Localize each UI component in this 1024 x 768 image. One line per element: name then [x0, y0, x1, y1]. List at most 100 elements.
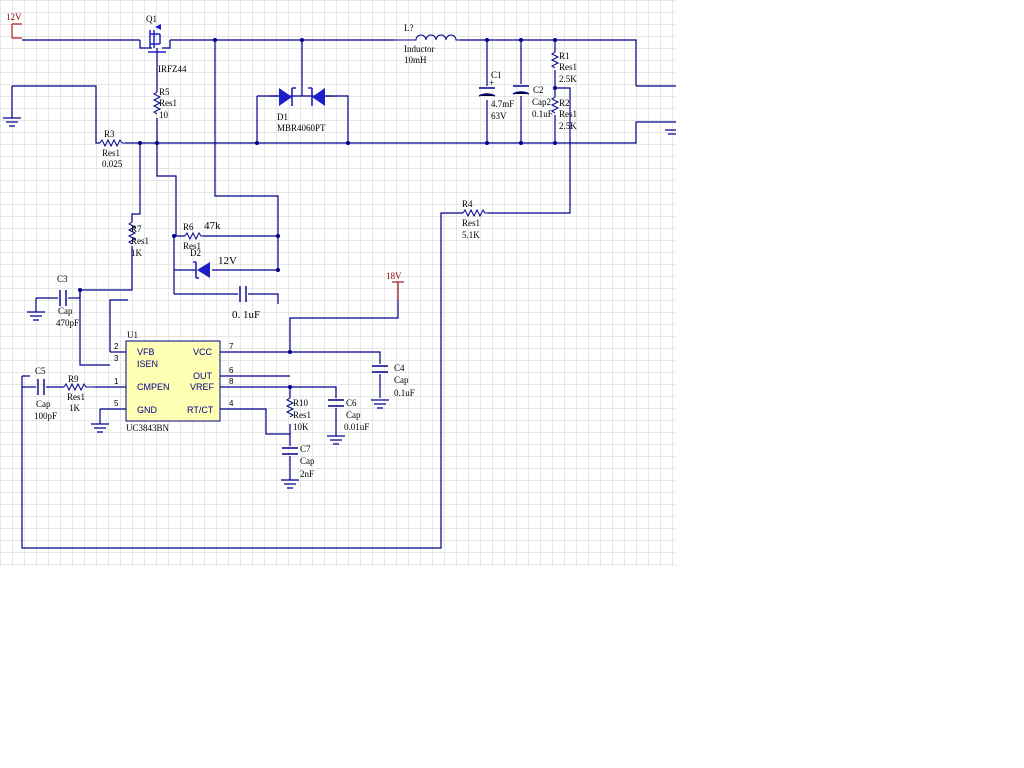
ground-icon [327, 435, 345, 445]
r2-value: 2.5K [559, 121, 577, 131]
c2-ref: C2 [533, 85, 544, 95]
r10-ref: R10 [293, 398, 309, 408]
r9-value: 1K [69, 403, 81, 413]
c7-value: 2nF [300, 469, 314, 479]
c7-ref: C7 [300, 444, 311, 454]
r6-ref: R6 [183, 222, 194, 232]
r1-ref: R1 [559, 51, 570, 61]
u1-ic[interactable]: U1 UC3843BN 2 VFB 3 ISEN 1 CMPEN 5 GND 7… [114, 330, 234, 433]
u1-pin-num: 2 [114, 342, 119, 351]
c7-capacitor[interactable]: C7 Cap 2nF [282, 444, 315, 479]
l1-ref: L? [404, 23, 414, 33]
r7-ref: R7 [131, 224, 142, 234]
c4-value: 0.1uF [394, 388, 415, 398]
r7-type: Res1 [131, 236, 149, 246]
r1-resistor[interactable]: R1 Res1 2.5K [550, 51, 577, 84]
r5-resistor[interactable]: R5 Res1 10 [152, 87, 177, 120]
c4-type: Cap [394, 375, 409, 385]
c1-ref: C1 [491, 70, 502, 80]
u1-pin-name: OUT [193, 371, 213, 381]
l1-type: Inductor [404, 44, 435, 54]
d1-part: MBR4060PT [277, 123, 326, 133]
r3-ref: R3 [104, 129, 115, 139]
power-12v-label: 12V [6, 12, 22, 22]
r5-value: 10 [159, 110, 169, 120]
u1-pin-num: 7 [229, 342, 234, 351]
power-12v: 12V [6, 12, 22, 39]
r1-value: 2.5K [559, 74, 577, 84]
ground-symbols [3, 86, 676, 489]
schematic-sheet [0, 0, 676, 566]
c2-capacitor[interactable]: C2 Cap2 0.1uF [512, 85, 553, 119]
c7-type: Cap [300, 456, 315, 466]
c6-capacitor[interactable]: C6 Cap 0.01uF [328, 398, 369, 432]
c8-capacitor[interactable]: 0. 1uF [232, 286, 260, 321]
c3-value: 470pF [56, 318, 79, 328]
r3-resistor[interactable]: R3 Res1 0.025 [99, 129, 125, 169]
c6-ref: C6 [346, 398, 357, 408]
r1-type: Res1 [559, 62, 577, 72]
c3-type: Cap [58, 306, 73, 316]
r3-type: Res1 [102, 148, 120, 158]
q1-ref: Q1 [146, 14, 157, 24]
r7-resistor[interactable]: R7 Res1 1K [127, 221, 149, 258]
q1-part: IRFZ44 [158, 64, 187, 74]
u1-pin-name: GND [137, 405, 158, 415]
c5-ref: C5 [35, 366, 46, 376]
ground-icon [3, 86, 21, 127]
r2-resistor[interactable]: R2 Res1 2.5K [550, 96, 577, 131]
c6-value: 0.01uF [344, 422, 369, 432]
c2-type: Cap2 [532, 97, 551, 107]
u1-pin-name: CMPEN [137, 382, 170, 392]
r9-resistor[interactable]: R9 Res1 1K [63, 374, 95, 413]
r7-value: 1K [131, 248, 143, 258]
u1-pin-num: 3 [114, 354, 119, 363]
q1-mosfet[interactable]: Q1 IRFZ44 [139, 14, 187, 74]
r4-value: 5.1K [462, 230, 480, 240]
r10-resistor[interactable]: R10 Res1 10K [285, 397, 311, 432]
c3-ref: C3 [57, 274, 68, 284]
c6-type: Cap [346, 410, 361, 420]
c5-capacitor[interactable]: C5 Cap 100pF [34, 366, 57, 421]
junctions [78, 38, 557, 389]
r9-ref: R9 [68, 374, 79, 384]
r10-type: Res1 [293, 410, 311, 420]
c4-ref: C4 [394, 363, 405, 373]
r3-value: 0.025 [102, 159, 123, 169]
r9-type: Res1 [67, 392, 85, 402]
ground-icon [665, 129, 676, 135]
d1-diode[interactable]: D1 MBR4060PT [270, 87, 334, 133]
r6-resistor[interactable]: R6 47k Res1 [183, 220, 221, 251]
svg-text:+: + [489, 78, 494, 88]
u1-pin-num: 6 [229, 366, 234, 375]
ground-icon [91, 423, 109, 433]
c5-type: Cap [36, 399, 51, 409]
r4-resistor[interactable]: R4 Res1 5.1K [462, 199, 488, 240]
c5-value: 100pF [34, 411, 57, 421]
ground-icon [371, 399, 389, 409]
u1-pin-num: 1 [114, 377, 119, 386]
u1-pin-num: 8 [229, 377, 234, 386]
l1-value: 10mH [404, 55, 427, 65]
u1-pin-num: 5 [114, 399, 119, 408]
d2-ref: D2 [190, 248, 201, 258]
u1-pin-name: VREF [190, 382, 215, 392]
d2-zener[interactable]: D2 12V [190, 248, 237, 279]
power-18v-label: 18V [386, 271, 402, 281]
ground-icon [27, 308, 45, 321]
wires [12, 39, 676, 549]
d1-ref: D1 [277, 112, 288, 122]
c8-value: 0. 1uF [232, 309, 260, 321]
c4-capacitor[interactable]: C4 Cap 0.1uF [372, 363, 415, 398]
c1-capacitor[interactable]: + C1 4.7mF 63V [478, 70, 514, 121]
c1-value: 4.7mF [491, 99, 514, 109]
c3-capacitor[interactable]: C3 Cap 470pF [56, 274, 79, 328]
r4-type: Res1 [462, 218, 480, 228]
l1-inductor[interactable]: L? Inductor 10mH [395, 23, 460, 65]
u1-pin-name: RT/CT [187, 405, 214, 415]
u1-pin-num: 4 [229, 399, 234, 408]
r10-value: 10K [293, 422, 309, 432]
u1-part: UC3843BN [126, 423, 170, 433]
r6-value: 47k [204, 220, 221, 232]
